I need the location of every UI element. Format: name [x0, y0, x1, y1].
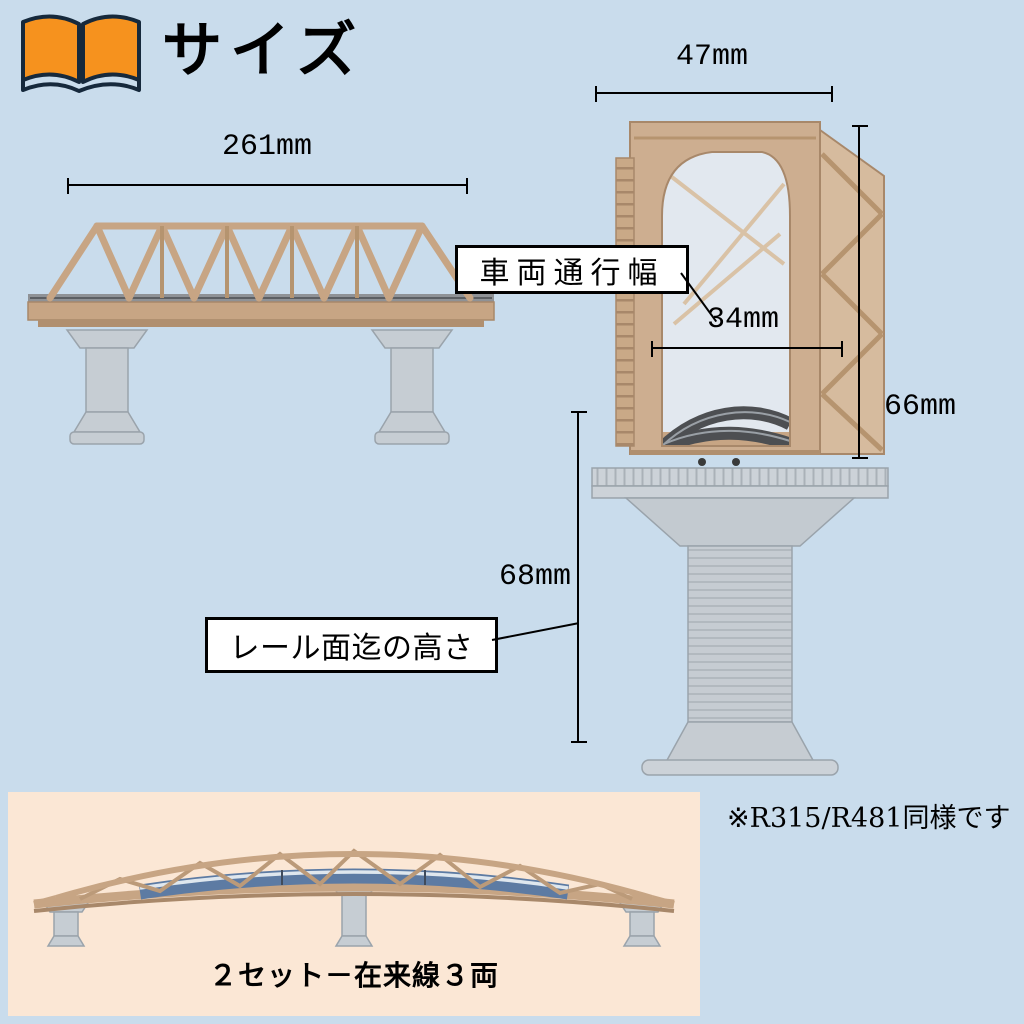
curved-bridge-photo	[33, 848, 675, 947]
open-book-icon	[21, 14, 141, 93]
rail-height-leader-line	[491, 622, 578, 641]
height-dimension-value: 66mm	[884, 390, 957, 424]
length-dimension-value: 261mm	[221, 130, 312, 164]
rail-height-dimension-line	[571, 411, 587, 743]
curved-track	[657, 406, 794, 454]
portal-interior	[654, 150, 794, 454]
top-width-dimension-value: 47mm	[675, 40, 748, 74]
curved-bridge-truss	[33, 848, 675, 907]
curved-bridge-deck	[33, 882, 675, 913]
page-title: サイズ	[162, 16, 365, 86]
height-dimension-line	[852, 125, 868, 459]
passage-width-callout: 車両通行幅	[455, 245, 689, 294]
front-view-bridge-photo	[591, 121, 889, 776]
rail-height-callout: レール面迄の高さ	[205, 617, 498, 673]
passage-width-dimension-line	[651, 341, 843, 357]
top-width-dimension-line	[595, 86, 833, 102]
rail-height-dimension-value: 68mm	[498, 560, 571, 594]
length-dimension-line	[67, 178, 468, 194]
side-view-truss-verticals	[160, 226, 359, 298]
passage-width-dimension-value: 34mm	[706, 303, 779, 337]
portal-frame	[615, 121, 821, 466]
side-view-bridge-photo	[27, 222, 495, 445]
train	[138, 868, 570, 900]
far-side-truss	[819, 128, 885, 455]
bottom-panel: ２セット－在来線３両	[8, 792, 700, 1016]
side-view-piers	[65, 329, 454, 445]
side-view-truss	[46, 222, 474, 302]
compatibility-note: ※R315/R481同様です	[727, 803, 1011, 834]
tall-pier	[591, 467, 889, 776]
set-caption: ２セット－在来線３両	[208, 959, 499, 992]
